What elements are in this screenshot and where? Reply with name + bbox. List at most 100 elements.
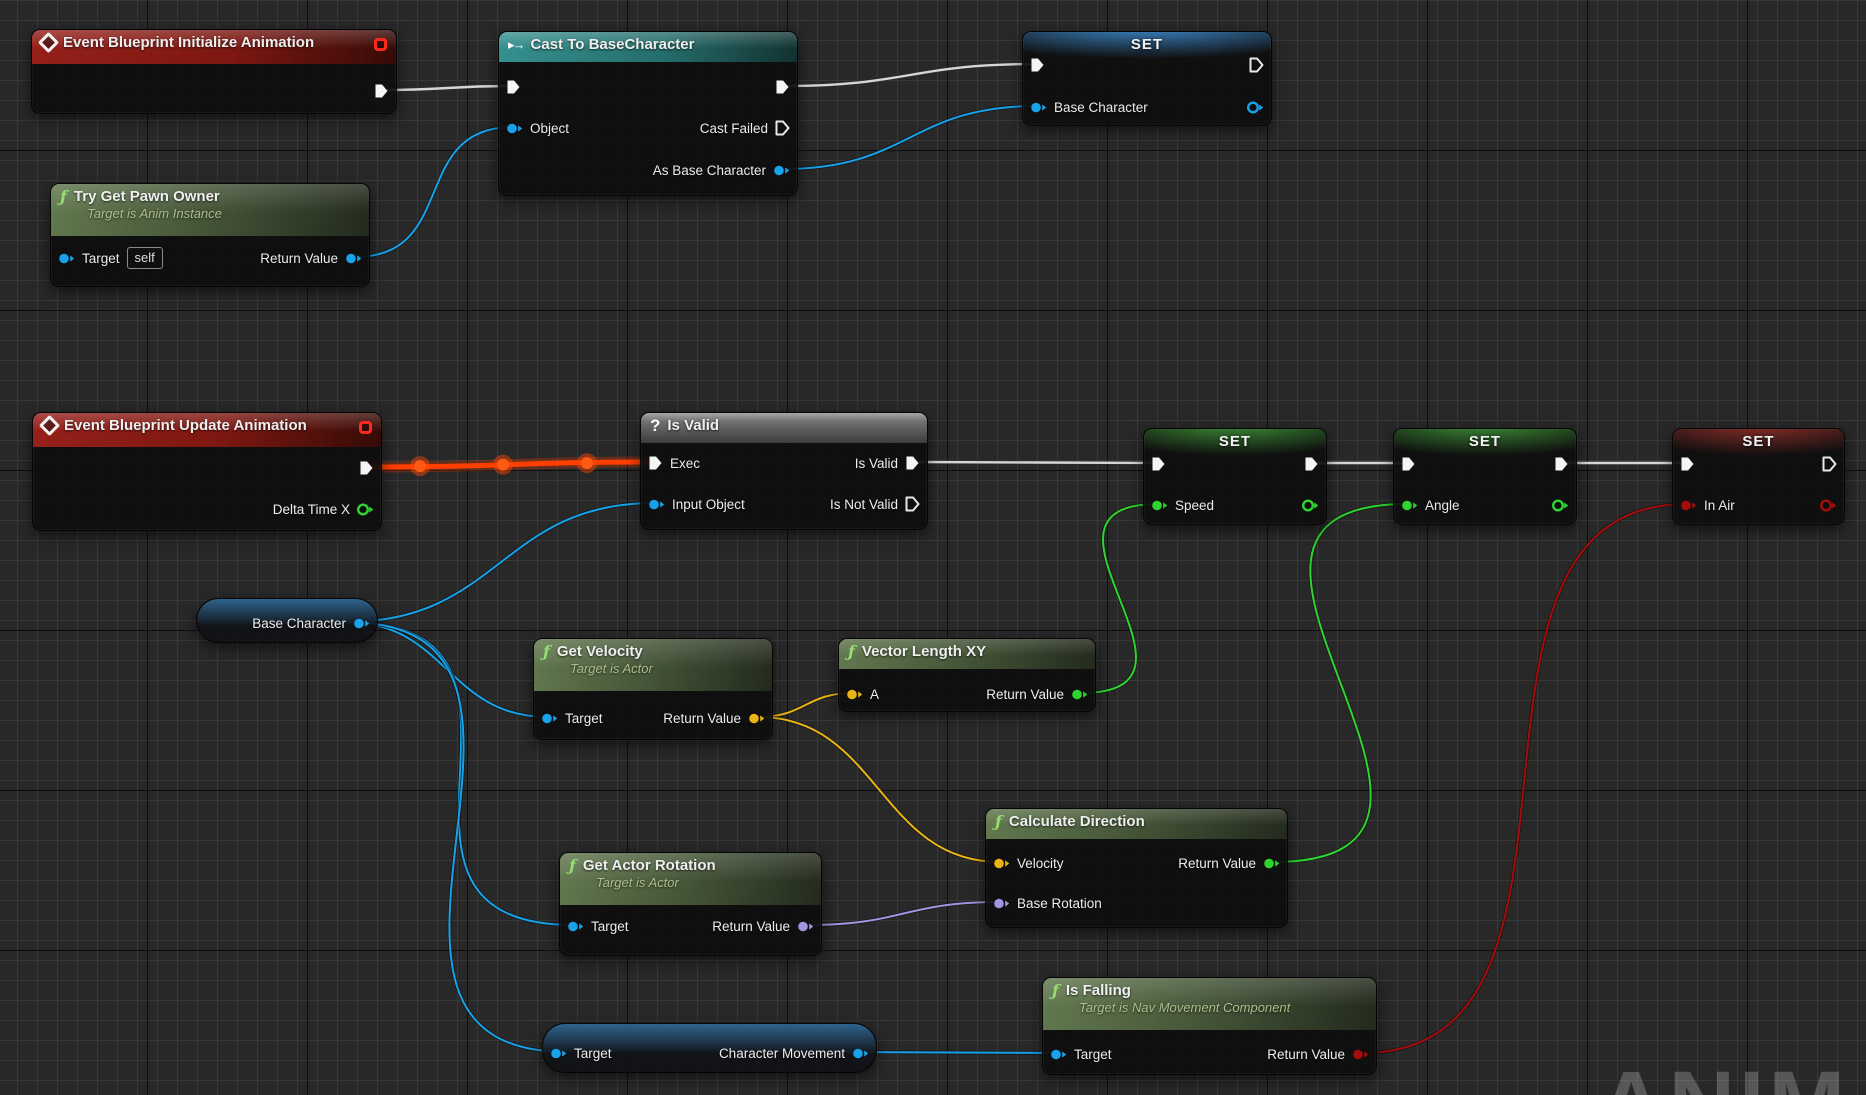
pin-exec-in[interactable]	[1151, 453, 1166, 475]
pin-return-value-out[interactable]: Return Value	[712, 915, 814, 937]
wire-cast-to-set-basechar[interactable]	[781, 104, 1039, 171]
data-pin-icon	[357, 503, 374, 515]
pin-target-in[interactable]: Target	[1050, 1043, 1112, 1065]
wire-getter-basechar-to-getter-charmove[interactable]	[344, 620, 569, 1054]
node-header: ?Is Valid	[641, 413, 927, 443]
wire-calc-direction-to-set-angle[interactable]	[1271, 502, 1410, 864]
node-title: Is Valid	[667, 417, 720, 434]
pin-return-value-out[interactable]: Return Value	[1178, 852, 1280, 874]
pin-delta-time-x-out[interactable]: Delta Time X	[273, 498, 374, 520]
pin-velocity-in[interactable]: Velocity	[993, 852, 1064, 874]
wire-is-valid-to-set-speed[interactable]	[911, 460, 1160, 465]
function-icon: ƒ	[543, 641, 550, 661]
pin-exec-in[interactable]	[1680, 453, 1695, 475]
pin-return-value-out[interactable]: Return Value	[986, 683, 1088, 705]
pin-return-value-out[interactable]: Return Value	[260, 247, 362, 269]
event-node-badge-icon	[359, 421, 372, 434]
pin-a-in[interactable]: A	[846, 683, 879, 705]
pin-data-out[interactable]	[1820, 494, 1837, 516]
pin-return-value-out[interactable]: Return Value	[663, 707, 765, 729]
pin-base-character-out[interactable]: Base Character	[252, 612, 370, 634]
exec-pin-icon	[905, 496, 920, 512]
pin-exec-in[interactable]: Exec	[648, 452, 700, 474]
pin-exec-out[interactable]	[359, 457, 374, 479]
wire-event-init-to-cast[interactable]	[380, 84, 515, 92]
pin-exec-out[interactable]	[1554, 453, 1569, 475]
pin-in-air-in[interactable]: In Air	[1680, 494, 1735, 516]
exec-pin-icon	[1152, 457, 1165, 471]
data-pin-icon	[1051, 1049, 1067, 1059]
node-header: Event Blueprint Initialize Animation	[32, 30, 396, 64]
pin-target-in[interactable]: Target	[541, 707, 603, 729]
pin-exec-in[interactable]	[1030, 54, 1045, 76]
node-title: Get Velocity	[556, 643, 643, 660]
node-event-init[interactable]: Event Blueprint Initialize Animation	[31, 29, 397, 114]
pin-data-out[interactable]	[1247, 96, 1264, 118]
pin-base-rotation-in[interactable]: Base Rotation	[993, 892, 1102, 914]
pin-exec-out[interactable]	[1822, 453, 1837, 475]
pin-target-in[interactable]: Target	[567, 915, 629, 937]
function-icon: ƒ	[1052, 980, 1059, 1000]
pin-label: Speed	[1175, 497, 1215, 513]
pin-default-value-field[interactable]: self	[126, 247, 163, 269]
function-icon: ƒ	[848, 641, 855, 661]
pin-data-out[interactable]	[1302, 494, 1319, 516]
wire-getter-charmove-to-is-falling[interactable]	[843, 1050, 1059, 1055]
node-title: Cast To BaseCharacter	[530, 36, 695, 53]
pin-is-not-valid-out[interactable]: Is Not Valid	[830, 493, 920, 515]
exec-pin-icon	[507, 80, 520, 94]
pin-input-object-in[interactable]: Input Object	[648, 493, 745, 515]
wire-vector-length-xy-to-set-speed[interactable]	[1079, 502, 1160, 695]
wire-getter-basechar-to-is-valid[interactable]	[344, 501, 657, 624]
exec-pin-icon	[775, 120, 790, 136]
pin-label: Target	[1074, 1046, 1112, 1062]
pin-data-out[interactable]	[1552, 494, 1569, 516]
pin-target-in[interactable]: Target	[550, 1042, 612, 1064]
wire-get-actor-rotation-to-calc-direction[interactable]	[805, 900, 1002, 927]
pin-label: Return Value	[712, 918, 790, 934]
exec-pin-icon	[1555, 457, 1568, 471]
pin-label: A	[870, 686, 880, 702]
pin-object-in[interactable]: Object	[506, 117, 569, 139]
pin-angle-in[interactable]: Angle	[1401, 494, 1460, 516]
data-pin-icon	[798, 921, 814, 931]
pin-return-value-out[interactable]: Return Value	[1267, 1043, 1369, 1065]
pin-character-movement-out[interactable]: Character Movement	[719, 1042, 869, 1064]
wire-try-get-pawn-to-cast[interactable]	[353, 125, 515, 259]
node-getter-charmove[interactable]: Target Character Movement	[542, 1023, 877, 1073]
pin-exec-out[interactable]	[775, 76, 790, 98]
pin-exec-in[interactable]	[1401, 453, 1416, 475]
pin-base-character-in[interactable]: Base Character	[1030, 96, 1148, 118]
pin-is-valid-out[interactable]: Is Valid	[855, 452, 920, 474]
node-title: Event Blueprint Update Animation	[64, 417, 307, 434]
pin-exec-out[interactable]	[1249, 54, 1264, 76]
pin-exec-in[interactable]	[506, 76, 521, 98]
node-subtitle: Target is Actor	[596, 875, 679, 890]
wire-get-velocity-to-calc-direction[interactable]	[756, 715, 1002, 864]
node-getter-basechar[interactable]: Base Character	[196, 598, 378, 643]
wire-event-update-to-is-valid[interactable]	[361, 453, 661, 477]
pin-as-base-character-out[interactable]: As Base Character	[653, 159, 790, 181]
pin-exec-out[interactable]	[374, 80, 389, 102]
pin-speed-in[interactable]: Speed	[1151, 494, 1214, 516]
wire-cast-to-set-basechar[interactable]	[781, 62, 1039, 88]
pin-cast-failed-out[interactable]: Cast Failed	[700, 117, 790, 139]
pin-label: Return Value	[1178, 855, 1256, 871]
wire-is-falling-to-set-inair[interactable]	[1360, 502, 1689, 1055]
pin-exec-out[interactable]	[1304, 453, 1319, 475]
